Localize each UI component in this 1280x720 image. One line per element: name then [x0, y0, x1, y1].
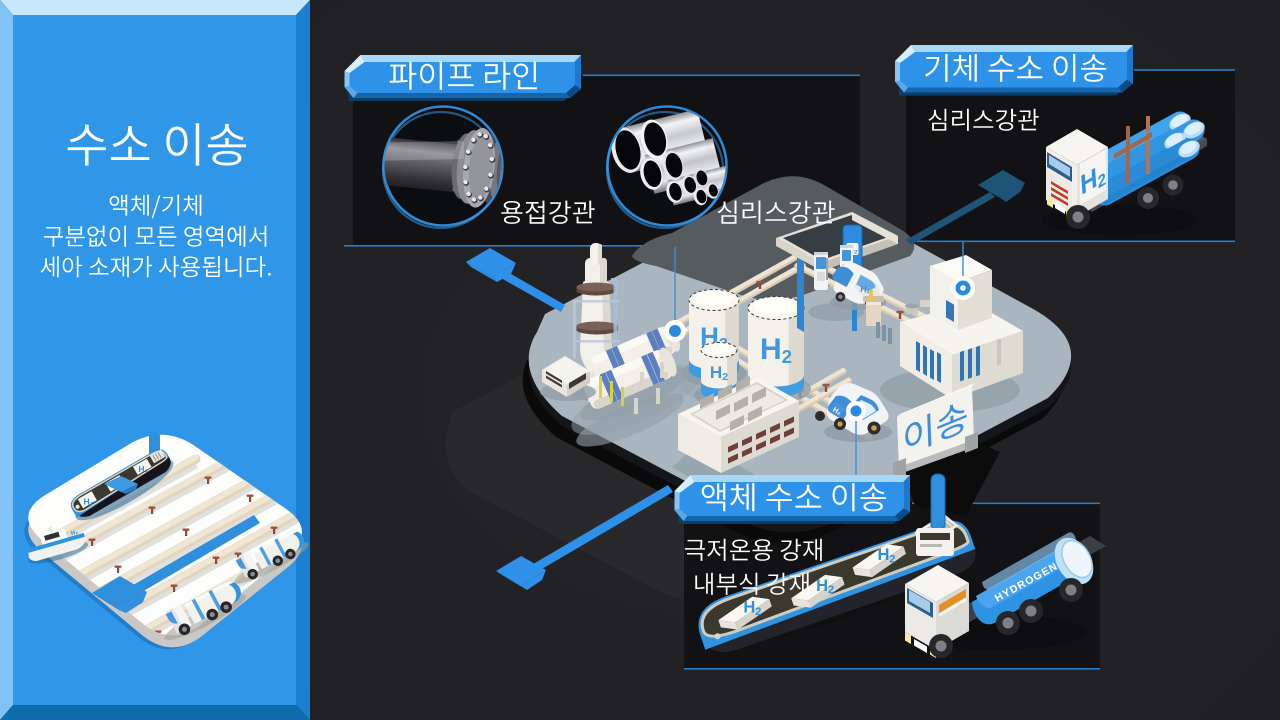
svg-text:H₂: H₂	[83, 497, 93, 507]
svg-text:H₂: H₂	[860, 284, 872, 295]
svg-text:H₂: H₂	[70, 530, 79, 538]
svg-text:H₂: H₂	[138, 464, 148, 474]
svg-text:H₂: H₂	[831, 407, 842, 417]
